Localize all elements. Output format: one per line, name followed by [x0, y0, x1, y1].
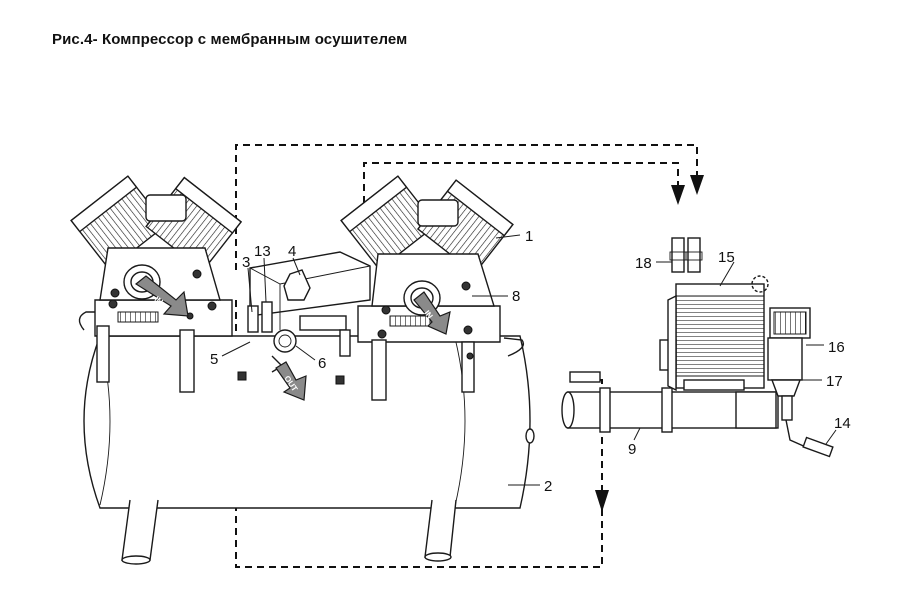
- dryer-tube: [561, 371, 779, 433]
- callout-13: 13: [254, 243, 271, 260]
- callout-9: 9: [628, 441, 636, 458]
- callout-15: 15: [718, 249, 735, 266]
- callout-1: 1: [525, 228, 533, 245]
- callout-4: 4: [288, 243, 296, 260]
- callout-2: 2: [544, 478, 552, 495]
- callout-3: 3: [242, 254, 250, 271]
- air-tank: [78, 311, 535, 565]
- callout-6: 6: [318, 355, 326, 372]
- callout-16: 16: [828, 339, 845, 356]
- callout-18: 18: [635, 255, 652, 272]
- callout-numbers: 1 2 3 4 5 6 8 9 13 14 15 16 17 18: [210, 228, 851, 495]
- callout-17: 17: [826, 373, 843, 390]
- filter-assembly: [767, 307, 834, 458]
- pressure-switch-assembly: [237, 251, 371, 385]
- callout-8: 8: [512, 288, 520, 305]
- callout-leaders: [221, 234, 837, 486]
- inlet-arrow-right: IN: [413, 291, 451, 335]
- callout-14: 14: [834, 415, 851, 432]
- membrane-dryer-unit: [659, 237, 769, 392]
- mounting-plates: [94, 299, 501, 401]
- compressor-head-right: [340, 175, 514, 316]
- figure-title: Рис.4- Компрессор с мембранным осушителе…: [52, 31, 408, 48]
- callout-5: 5: [210, 351, 218, 368]
- compressor-head-left: [70, 175, 243, 301]
